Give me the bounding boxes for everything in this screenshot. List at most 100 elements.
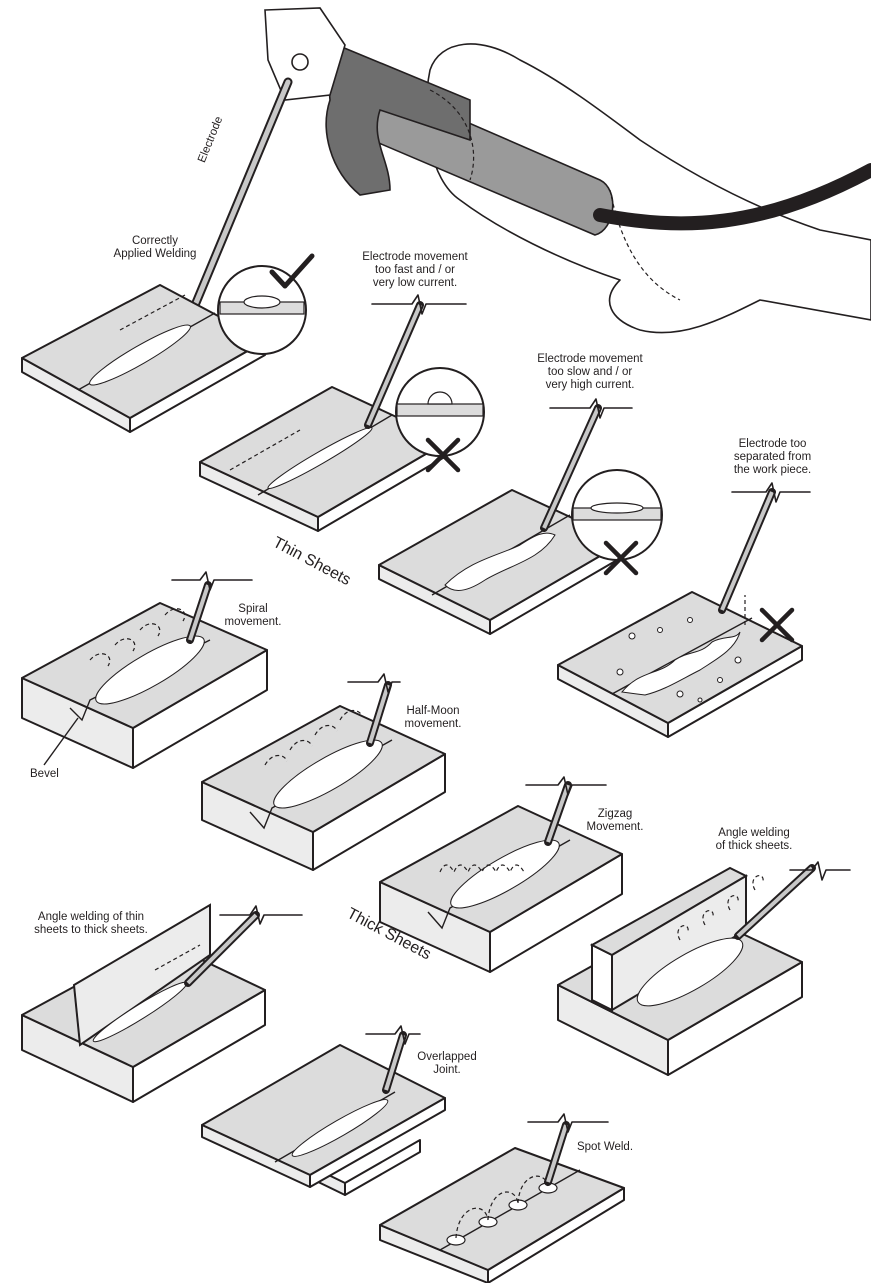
half-moon-path <box>264 709 363 766</box>
spatter-dot <box>687 617 693 623</box>
spatter-dot <box>717 677 723 683</box>
rod-break <box>731 482 811 503</box>
spatter-dots <box>616 617 742 703</box>
label-line: Correctly <box>131 235 178 247</box>
plate-top <box>379 1147 625 1271</box>
electrode-rod-core <box>188 584 210 641</box>
label-too-fast: Electrode movement too fast and / or ver… <box>355 251 475 290</box>
upright-front <box>591 943 613 1012</box>
weld-bead <box>273 739 383 809</box>
weld-bead <box>89 324 191 386</box>
rod-break <box>371 294 467 315</box>
electrode-rod-core <box>546 1124 568 1183</box>
label-line: very high current. <box>545 379 635 391</box>
panel-overlapped <box>201 1025 446 1196</box>
label-line: movement. <box>404 718 462 730</box>
rod-break <box>365 1025 421 1045</box>
spatter-dot <box>628 632 636 640</box>
label-line: of thick sheets. <box>715 840 793 852</box>
panel-too-slow <box>378 398 663 635</box>
electrode-rod-core <box>368 684 390 744</box>
rod-break <box>789 861 851 881</box>
label-too-separated: Electrode too separated from the work pi… <box>725 438 820 477</box>
hop-path <box>455 1175 549 1239</box>
panel-too-fast <box>199 294 485 532</box>
label-line: too slow and / or <box>547 366 633 378</box>
panel-spiral <box>21 571 268 769</box>
label-line: Angle welding <box>718 827 790 839</box>
panel-angle-thick <box>557 861 851 1076</box>
lens-bead <box>590 502 644 514</box>
weave-path <box>677 874 764 941</box>
label-line: Half-Moon <box>406 705 460 717</box>
weld-bead <box>95 635 205 705</box>
rod-break <box>549 398 633 419</box>
electrode-rod-core <box>185 79 291 325</box>
label-line: Zigzag <box>597 808 633 820</box>
label-line: movement. <box>224 616 282 628</box>
electrode-holder <box>264 7 871 334</box>
rod-break <box>219 905 303 925</box>
label-spot-weld: Spot Weld. <box>576 1141 634 1153</box>
label-angle-thick: Angle welding of thick sheets. <box>707 827 801 853</box>
cross-stroke <box>603 540 639 576</box>
label-line: Electrode movement <box>537 353 643 365</box>
rod-break <box>527 1113 609 1133</box>
label-line: sheets to thick sheets. <box>34 924 148 936</box>
weld-bead <box>450 839 560 909</box>
electrode-rod-core <box>720 491 774 611</box>
spiral-path <box>89 608 186 667</box>
panel-angle-thin-thick <box>21 903 303 1103</box>
weld-bead <box>267 427 373 489</box>
cable <box>593 163 871 231</box>
spatter-dot <box>616 668 624 676</box>
label-line: Joint. <box>433 1064 461 1076</box>
bevel-leader <box>43 717 79 766</box>
cross-icon <box>603 540 639 576</box>
weld-bead <box>621 631 741 696</box>
lens-bead <box>427 391 453 405</box>
hand-outline <box>425 43 871 334</box>
label-line: Electrode movement <box>362 251 468 263</box>
label-line: Movement. <box>586 821 644 833</box>
plate-front <box>344 1139 421 1196</box>
label-line: the work piece. <box>733 464 812 476</box>
label-bevel: Bevel <box>30 768 59 780</box>
check-icon <box>269 253 315 289</box>
rod-break <box>525 776 607 796</box>
label-line: Applied Welding <box>113 248 197 260</box>
panel-half-moon <box>201 673 446 871</box>
label-line: Overlapped <box>417 1051 477 1063</box>
label-line: very low current. <box>372 277 458 289</box>
electrode-rod-core <box>366 304 422 426</box>
panel-zigzag <box>379 776 623 973</box>
electrode-rod-core <box>546 784 570 843</box>
label-line: Electrode too <box>738 438 807 450</box>
rod-break <box>347 673 401 693</box>
label-too-slow: Electrode movement too slow and / or ver… <box>530 353 650 392</box>
weld-bead <box>444 532 556 591</box>
plate-side <box>201 1124 311 1188</box>
holder-screw <box>291 53 309 71</box>
path-dash <box>119 294 186 331</box>
label-line: Angle welding of thin <box>37 911 145 923</box>
path-dash <box>154 944 201 971</box>
label-overlapped: Overlapped Joint. <box>412 1051 482 1077</box>
label-line: separated from <box>733 451 812 463</box>
electrode-rod-core <box>186 913 258 985</box>
panel-too-separated <box>557 482 811 738</box>
electrode-rod-core <box>736 866 814 938</box>
label-spiral: Spiral movement. <box>218 603 288 629</box>
holder-jaw <box>324 38 471 196</box>
electrode-rod-core <box>384 1034 405 1091</box>
spatter-dot <box>657 627 663 633</box>
cross-stroke <box>759 607 795 643</box>
label-correct: Correctly Applied Welding <box>110 235 200 261</box>
spatter-dot <box>697 697 703 703</box>
label-line: too fast and / or <box>375 264 455 276</box>
weld-bead <box>291 1099 389 1157</box>
cross-icon <box>759 607 795 643</box>
panel-spot-weld <box>379 1113 625 1283</box>
label-half-moon: Half-Moon movement. <box>398 705 468 731</box>
